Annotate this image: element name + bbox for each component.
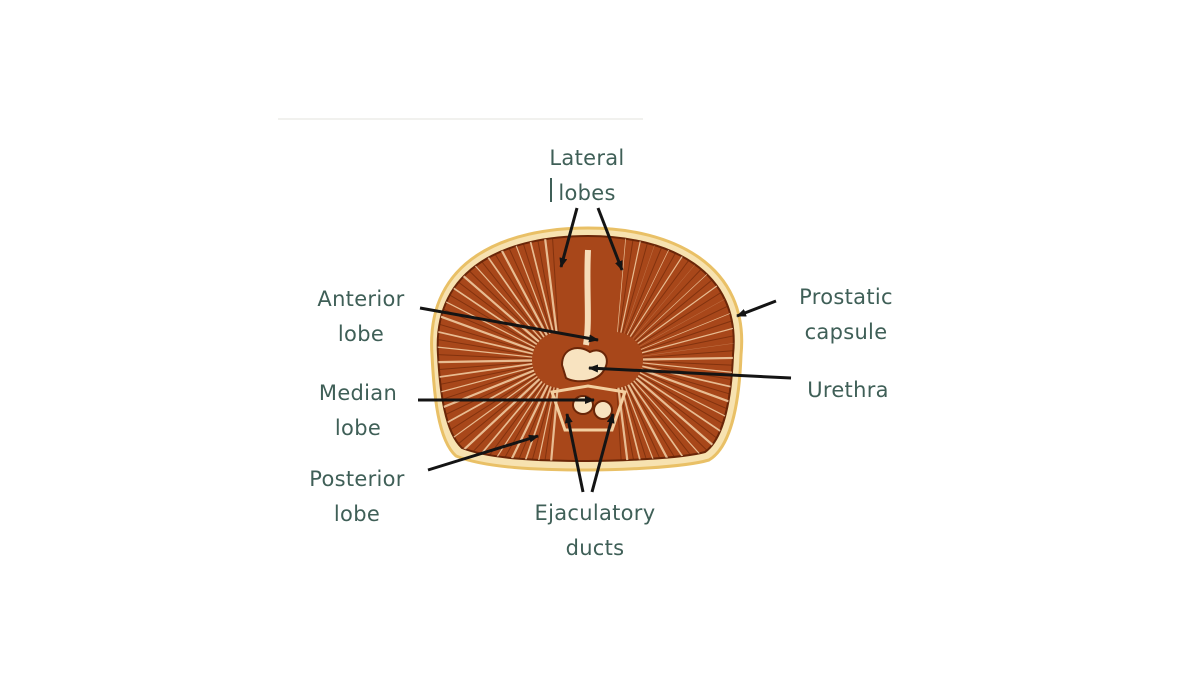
label-median-lobe-line2: lobe [300, 411, 416, 446]
label-urethra-line1: Urethra [792, 373, 904, 408]
label-posterior-lobe-line1: Posterior [292, 462, 422, 497]
label-urethra: Urethra [792, 373, 904, 408]
label-ejaculatory-ducts-line1: Ejaculatory [510, 496, 680, 531]
label-anterior-lobe-line1: Anterior [300, 282, 422, 317]
median-septum [586, 250, 588, 345]
label-posterior-lobe: Posterior lobe [292, 462, 422, 532]
label-lateral-lobes: Lateral lobes [532, 141, 642, 211]
label-posterior-lobe-line2: lobe [292, 497, 422, 532]
label-ejaculatory-ducts: Ejaculatory ducts [510, 496, 680, 566]
arrow-prostatic-capsule [737, 301, 776, 316]
label-anterior-lobe-line2: lobe [300, 317, 422, 352]
urethra-shape [562, 348, 607, 381]
label-median-lobe-line1: Median [300, 376, 416, 411]
label-median-lobe: Median lobe [300, 376, 416, 446]
label-prostatic-capsule: Prostatic capsule [780, 280, 912, 350]
label-anterior-lobe: Anterior lobe [300, 282, 422, 352]
label-lateral-lobes-line1: Lateral [532, 141, 642, 176]
ejaculatory-duct-right [594, 401, 612, 419]
label-ejaculatory-ducts-line2: ducts [510, 531, 680, 566]
label-lateral-lobes-line2: lobes [532, 176, 642, 211]
label-prostatic-capsule-line2: capsule [780, 315, 912, 350]
label-prostatic-capsule-line1: Prostatic [780, 280, 912, 315]
